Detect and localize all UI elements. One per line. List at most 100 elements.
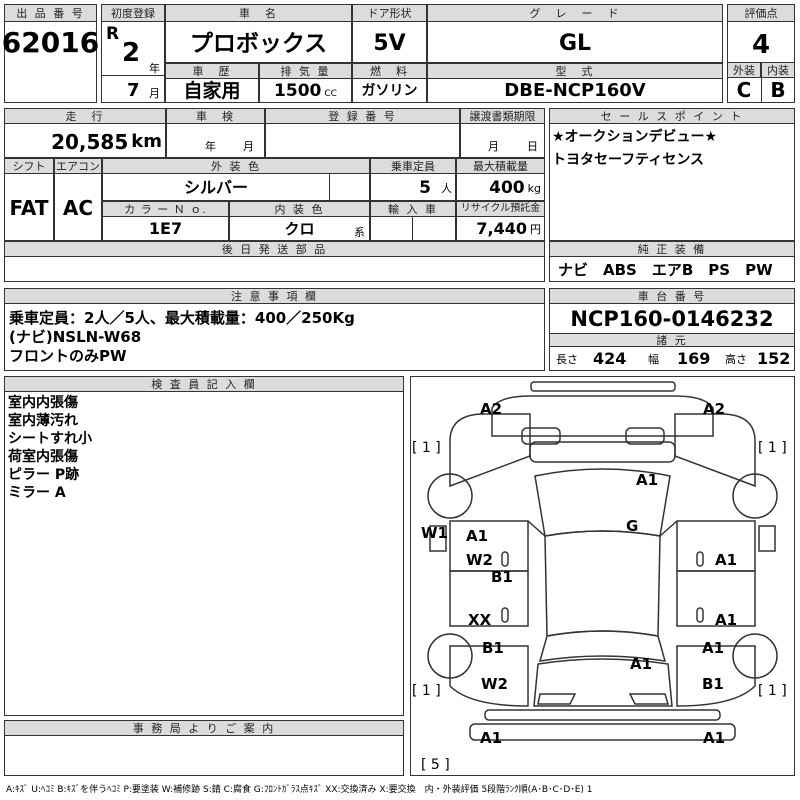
interior-color-unit: 系 — [354, 226, 365, 239]
exterior-color-header: 外 装 色 — [102, 158, 370, 174]
recycle-value: 7,440 — [476, 219, 527, 238]
front-panel — [529, 441, 676, 463]
notes-line-1: 乗車定員：2人／5人、最大積載量：400／250Kg — [9, 309, 355, 327]
damage-left-rear-door: XX — [468, 611, 492, 629]
interior-color-header: 内 装 色 — [229, 201, 370, 217]
damage-right-rear-fender: A1 — [702, 639, 725, 657]
roof — [544, 530, 661, 637]
mirror-left — [429, 525, 447, 552]
tire-front-right: [ 1 ] — [758, 440, 787, 456]
length-label: 長さ — [556, 353, 578, 366]
score-divider — [761, 62, 762, 103]
damage-rear-gate: A1 — [630, 655, 653, 673]
recycle-unit: 円 — [530, 222, 541, 236]
specs-header: 諸 元 — [549, 333, 795, 347]
right-rear-door — [676, 570, 756, 627]
reg-divider — [101, 75, 165, 76]
score-header: 評価点 — [727, 4, 795, 22]
mileage-header: 走 行 — [4, 108, 166, 124]
mirror-right — [758, 525, 776, 552]
capacity-unit: 人 — [441, 181, 452, 195]
damage-left-front-door-2: W2 — [466, 551, 493, 569]
exterior-grade: C — [736, 78, 752, 102]
registration-number-header: 登 録 番 号 — [265, 108, 460, 124]
damage-front-bumper-left: A2 — [480, 400, 503, 418]
damage-left-front-door: A1 — [466, 527, 489, 545]
chassis-number: NCP160-0146232 — [570, 306, 774, 331]
width: 169 — [677, 349, 711, 368]
car-name-header: 車 名 — [165, 4, 352, 22]
inspector-notes-box — [4, 376, 404, 716]
tail-light-right — [628, 693, 670, 705]
inspection-header: 車 検 — [166, 108, 265, 124]
left-rear-door — [449, 570, 529, 627]
inspection-year-unit: 年 — [205, 140, 216, 153]
right-front-handle — [696, 551, 704, 567]
front-bumper — [530, 381, 676, 392]
model-code-header: 型 式 — [427, 63, 723, 79]
lot-number: 62016 — [1, 26, 100, 59]
interior-header: 内装 — [761, 62, 795, 78]
fuel: ガソリン — [361, 83, 418, 99]
transfer-month-unit: 月 — [488, 140, 499, 153]
shift-header: シフト — [4, 158, 54, 174]
color-no: 1E7 — [148, 219, 183, 238]
door-header: ドア形状 — [352, 4, 427, 22]
damage-front-bumper-right: A2 — [703, 400, 726, 418]
front-left-fender — [449, 413, 531, 488]
tire-spare: [ 5 ] — [421, 757, 450, 773]
rear-bumper — [484, 709, 721, 721]
width-label: 幅 — [648, 353, 659, 366]
wheel-rear-right — [732, 633, 778, 679]
notes-line-2: (ナビ)NSLN-W68 — [9, 328, 142, 346]
length: 424 — [593, 349, 627, 368]
left-rear-handle — [501, 607, 509, 623]
damage-right-rear-door: A1 — [715, 611, 738, 629]
later-parts-header: 後 日 発 送 部 品 — [4, 241, 545, 257]
lot-number-header: 出 品 番 号 — [4, 4, 97, 22]
damage-left-pillar: B1 — [491, 568, 513, 586]
recycle-header: リサイクル預託金 — [456, 201, 545, 217]
door-type: 5V — [373, 31, 406, 56]
transfer-day-unit: 日 — [527, 140, 538, 153]
month-unit: 月 — [149, 87, 160, 100]
transfer-deadline-header: 譲渡書類期限 — [460, 108, 545, 124]
height-label: 高さ — [725, 353, 747, 366]
tire-rear-left: [ 1 ] — [412, 683, 441, 699]
inspector-line-2: 室内薄汚れ — [8, 413, 78, 429]
damage-left-rear-corner: W2 — [481, 675, 508, 693]
exterior-header: 外装 — [727, 62, 761, 78]
rear-window — [538, 630, 667, 662]
inspection-month-unit: 月 — [243, 140, 254, 153]
hood — [491, 395, 714, 437]
sales-point-box — [549, 108, 795, 241]
left-front-handle — [501, 551, 509, 567]
damage-left-mirror: W1 — [421, 524, 448, 542]
capacity-value: 5 — [419, 177, 431, 198]
sales-point-header: セ ー ル ス ポ イ ン ト — [549, 108, 795, 124]
notes-line-3: フロントのみPW — [9, 347, 127, 365]
interior-color: クロ — [284, 219, 315, 238]
rear-bumper-lower — [469, 723, 736, 741]
inspector-line-6: ミラー A — [8, 485, 66, 501]
chassis-header: 車 台 番 号 — [549, 288, 795, 304]
grade-header: グ レ ー ド — [427, 4, 723, 22]
history-header: 車 歴 — [165, 63, 259, 79]
inspector-line-5: ピラー P跡 — [8, 467, 80, 483]
fuel-header: 燃 料 — [352, 63, 427, 79]
rear-gate — [533, 658, 673, 707]
inspector-line-4: 荷室内張傷 — [8, 449, 78, 465]
car-diagram — [427, 381, 778, 741]
model-code: DBE-NCP160V — [504, 80, 646, 101]
exterior-color: シルバー — [183, 178, 248, 197]
damage-right-rear-corner: B1 — [702, 675, 724, 693]
damage-left-rear-fender: B1 — [482, 639, 504, 657]
registration-era: R — [106, 24, 120, 44]
grille-right — [625, 427, 665, 445]
inspector-notes-header: 検 査 員 記 入 欄 — [4, 376, 404, 392]
damage-hood: A1 — [636, 471, 659, 489]
tail-light-left — [537, 693, 577, 705]
registration-month: 7 — [127, 80, 140, 101]
